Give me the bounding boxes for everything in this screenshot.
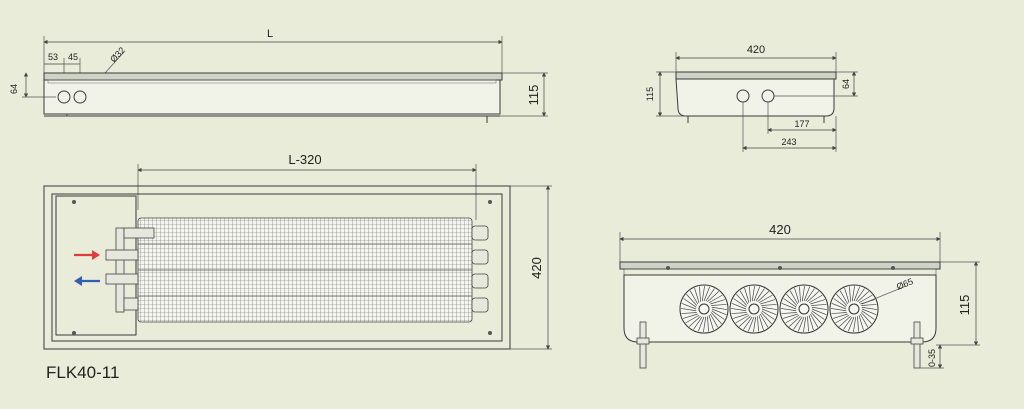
length-label: L (267, 28, 273, 40)
height-64-label: 64 (9, 84, 19, 94)
end-height-115-label: 115 (645, 87, 655, 101)
supply-arrow-icon (74, 250, 100, 260)
pipe-connection-icon (57, 90, 71, 104)
width-420-label: 420 (747, 44, 765, 56)
height-115-label: 115 (526, 85, 541, 106)
dist-177-label: 177 (794, 119, 809, 129)
end-view: 420 115 64 177 243 (645, 44, 858, 152)
top-width-420-label: 420 (529, 257, 544, 279)
fan-rotor-icon (779, 284, 829, 334)
adjustable-leg-left (636, 321, 650, 369)
return-arrow-icon (74, 276, 100, 286)
fan-height-115-label: 115 (957, 295, 972, 316)
exchanger-length-label: L-320 (288, 152, 321, 167)
fan-rotor-icon (679, 284, 729, 334)
pipe-diameter-label: Ø32 (108, 45, 127, 64)
leg-range-label: 0-35 (927, 349, 937, 367)
end-height-64-label: 64 (841, 79, 851, 89)
adjustable-leg-right (910, 321, 924, 369)
top-view: L-320 (43, 152, 552, 350)
dist-243-label: 243 (781, 137, 796, 147)
model-name: FLK40-11 (46, 363, 119, 382)
fan-section-view: 420 Ø65 115 0-35 (619, 222, 980, 369)
offset-45-label: 45 (68, 52, 78, 62)
fan-width-420-label: 420 (769, 222, 791, 237)
fan-rotor-icon (729, 284, 779, 334)
fan-group (679, 284, 879, 334)
fan-rotor-icon (829, 284, 879, 334)
side-view: L 53 45 Ø32 64 115 (9, 28, 548, 123)
pipe-connection-icon (73, 90, 87, 104)
offset-53-label: 53 (48, 52, 58, 62)
